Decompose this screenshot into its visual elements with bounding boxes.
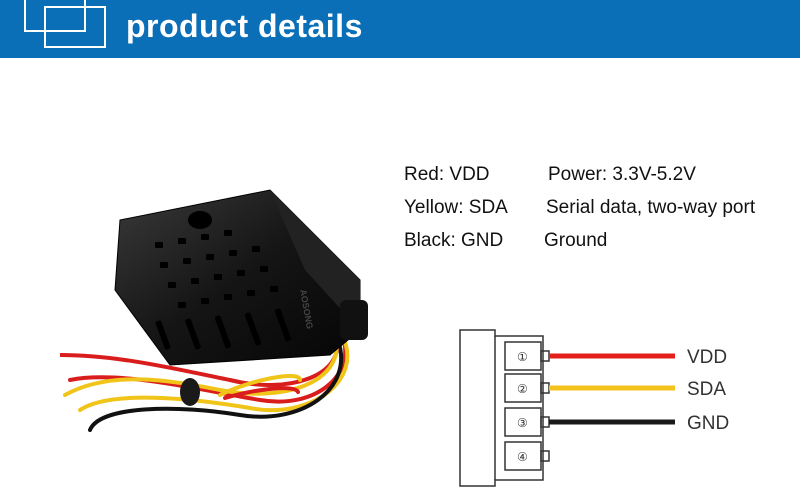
vent-slots <box>155 308 292 350</box>
spec-wire-label: Red: VDD <box>404 164 490 185</box>
page-title: product details <box>126 8 363 44</box>
header-logo-square-front <box>44 6 106 48</box>
pin-number: ③ <box>517 416 528 430</box>
vent-holes <box>155 230 278 308</box>
pin-number: ② <box>517 382 528 396</box>
wire-label-gnd: GND <box>687 413 729 434</box>
spec-wire-label: Yellow: SDA <box>404 197 508 218</box>
pin-number: ① <box>517 350 528 364</box>
spec-function-label: Power: 3.3V-5.2V <box>548 164 696 185</box>
cable-tie <box>180 378 200 406</box>
wire-bundle <box>60 328 350 432</box>
pin-number: ④ <box>517 450 528 464</box>
wire-label-vdd: VDD <box>687 347 727 368</box>
pin-contact-1 <box>540 350 550 362</box>
pin-contact-3 <box>540 416 550 428</box>
connector-outline <box>459 329 544 487</box>
spec-function-label: Serial data, two-way port <box>546 197 756 218</box>
sensor-module-image: AOSONG <box>60 189 368 432</box>
pin-contact-4 <box>540 450 550 462</box>
spec-wire-label: Black: GND <box>404 230 504 251</box>
pinout-diagram: ① ② ③ ④ VDD SDA GND <box>459 329 729 487</box>
spec-function-label: Ground <box>544 230 608 251</box>
pin-contact-2 <box>540 382 550 394</box>
header-logo-square-back <box>24 0 86 32</box>
wire-label-sda: SDA <box>687 379 726 400</box>
header-bar: product details <box>0 0 800 58</box>
sensor-body <box>114 189 368 366</box>
